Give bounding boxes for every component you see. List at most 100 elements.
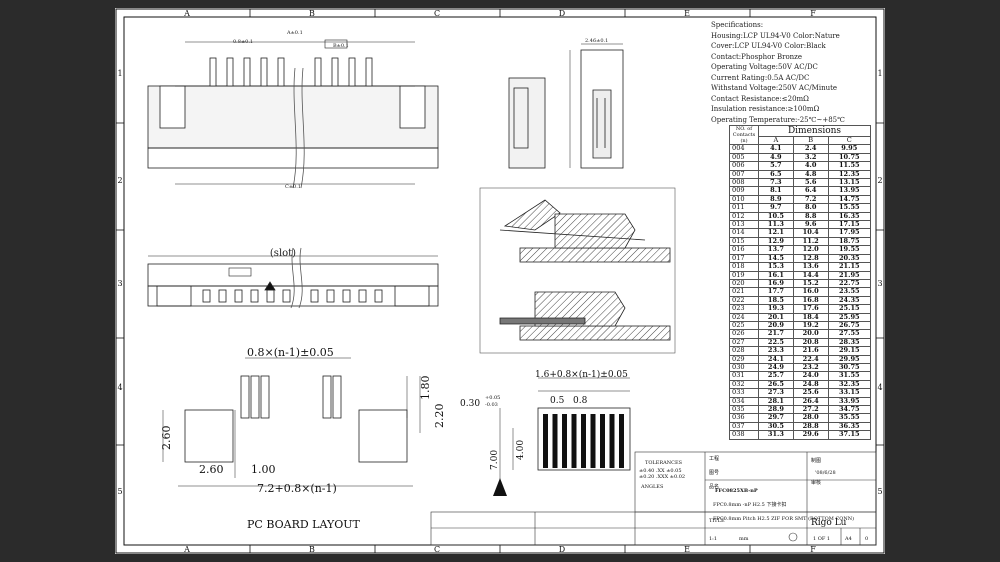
border-number: 4 [877, 383, 882, 392]
fpc-finger [619, 414, 624, 468]
technical-drawing: A B C D E F A B C D E F 1 2 3 4 5 1 2 3 … [115, 8, 885, 554]
slot-contact [218, 289, 227, 303]
pcb-dim-260-h: 2.60 [199, 463, 224, 476]
contacts-cell: 018 [729, 262, 759, 272]
date-value: '08/6/28 [815, 470, 836, 476]
slot-contact [202, 289, 211, 303]
contacts-cell: 021 [729, 287, 759, 297]
unit-value: mm [739, 536, 749, 542]
border-number: 3 [117, 279, 122, 288]
drawn-by: Rigo Lu [811, 518, 847, 528]
border-letter: D [559, 545, 565, 554]
dimension-cell: 19.3 [758, 304, 794, 314]
fpc-finger [562, 414, 567, 468]
pcb-dim-260-v: 2.60 [160, 426, 173, 451]
fpc-finger [581, 414, 586, 468]
pcb-dim-total: 7.2+0.8×(n-1) [257, 482, 337, 495]
dimension-cell: 4.0 [792, 161, 829, 171]
border-number: 1 [117, 69, 122, 78]
dimension-cell: 33.15 [827, 388, 872, 398]
contacts-cell: 006 [729, 161, 759, 171]
contacts-cell: 038 [729, 430, 759, 440]
tol-line-1: ±0.40 .XX ±0.05 [639, 468, 682, 474]
dimension-cell: 9.7 [758, 203, 794, 213]
dimension-cell: 19.55 [827, 245, 872, 255]
contact-pin [331, 57, 339, 87]
specifications-block: Specifications: Housing:LCP UL94-V0 Colo… [711, 20, 881, 125]
tol-title: TOLERANCES [645, 460, 683, 466]
contact-pin [209, 57, 217, 87]
section-view-open [479, 187, 676, 354]
dimension-cell: 31.3 [758, 430, 794, 440]
pcb-pad [322, 375, 332, 419]
contact-pin [277, 57, 285, 87]
spec-line: Operating Voltage:50V AC/DC [711, 63, 818, 71]
dimensions-table: NO. of Contacts (n) Dimensions A B C 004… [729, 124, 872, 440]
contact-pin [365, 57, 373, 87]
contact-pin [260, 57, 268, 87]
contacts-cell: 033 [729, 388, 759, 398]
pcb-pad [260, 375, 270, 419]
tb-label: 品名 [709, 483, 719, 490]
slot-contact [358, 289, 367, 303]
pcb-title: PC BOARD LAYOUT [247, 518, 361, 531]
slot-contact [374, 289, 383, 303]
border-number: 5 [117, 487, 122, 496]
border-letter: A [183, 9, 190, 18]
pcb-layout [162, 357, 421, 487]
fpc-finger [590, 414, 596, 468]
dim-top-b: B±0.1 [333, 43, 349, 49]
spec-line: Insulation resistance:≥100mΩ [711, 105, 820, 113]
dim-top-pitch: 0.8±0.1 [233, 39, 253, 45]
scale-value: 1:1 [709, 536, 717, 542]
tb-label: 制图 [811, 457, 821, 464]
border-letter: C [434, 545, 440, 554]
contacts-cell: 023 [729, 304, 759, 314]
border-letter: C [434, 9, 440, 18]
dimensions-header: Dimensions [758, 125, 871, 137]
dimension-cell: 20.0 [792, 329, 829, 339]
specs-title: Specifications: [711, 21, 764, 29]
border-letter: F [810, 545, 816, 554]
fpc-finger [600, 414, 605, 468]
fpc-finger [609, 414, 615, 468]
contact-pin [314, 57, 322, 87]
dimension-cell: 12.0 [792, 245, 829, 255]
contacts-header: NO. of Contacts (n) [729, 124, 759, 146]
spec-line: Current Rating:0.5A AC/DC [711, 73, 810, 82]
dimension-cell: 29.6 [792, 430, 829, 440]
border-number: 4 [117, 383, 122, 392]
tol-line-2: ±0.20 .XXX ±0.02 [639, 474, 685, 480]
dimension-cell: 5.7 [758, 161, 794, 171]
dim-top-c: C±0.1 [285, 184, 301, 190]
dimension-cell: 27.55 [827, 329, 872, 339]
fpc-dim-700: 7.00 [490, 450, 500, 470]
border-letter: A [183, 545, 190, 554]
sheet-size: A4 [844, 536, 852, 542]
dimension-cell: 21.7 [758, 329, 794, 339]
border-number: 2 [117, 176, 122, 185]
fpc-tol-dn: -0.03 [485, 402, 498, 408]
fpc-pitch-05: 0.5 [550, 396, 565, 406]
tb-label: 审核 [811, 479, 821, 486]
slot-contact [234, 289, 243, 303]
dimension-cell: 13.7 [758, 245, 794, 255]
fpc-finger [552, 414, 558, 468]
spec-line: Housing:LCP UL94-V0 Color:Nature [711, 31, 840, 40]
contacts-cell: 026 [729, 329, 759, 339]
pcb-dim-220: 2.20 [433, 404, 446, 429]
pcb-pad [332, 375, 342, 419]
revision: 0 [865, 536, 868, 542]
slot-contact [342, 289, 351, 303]
dimension-cell: 8.0 [792, 203, 829, 213]
dimension-cell: 21.6 [792, 346, 829, 356]
border-number: 1 [877, 69, 882, 78]
sheet-count: 1 OF 1 [813, 536, 830, 542]
part-desc: FPC0.8mm -nP H2.5 下接卡扣 [713, 501, 786, 508]
